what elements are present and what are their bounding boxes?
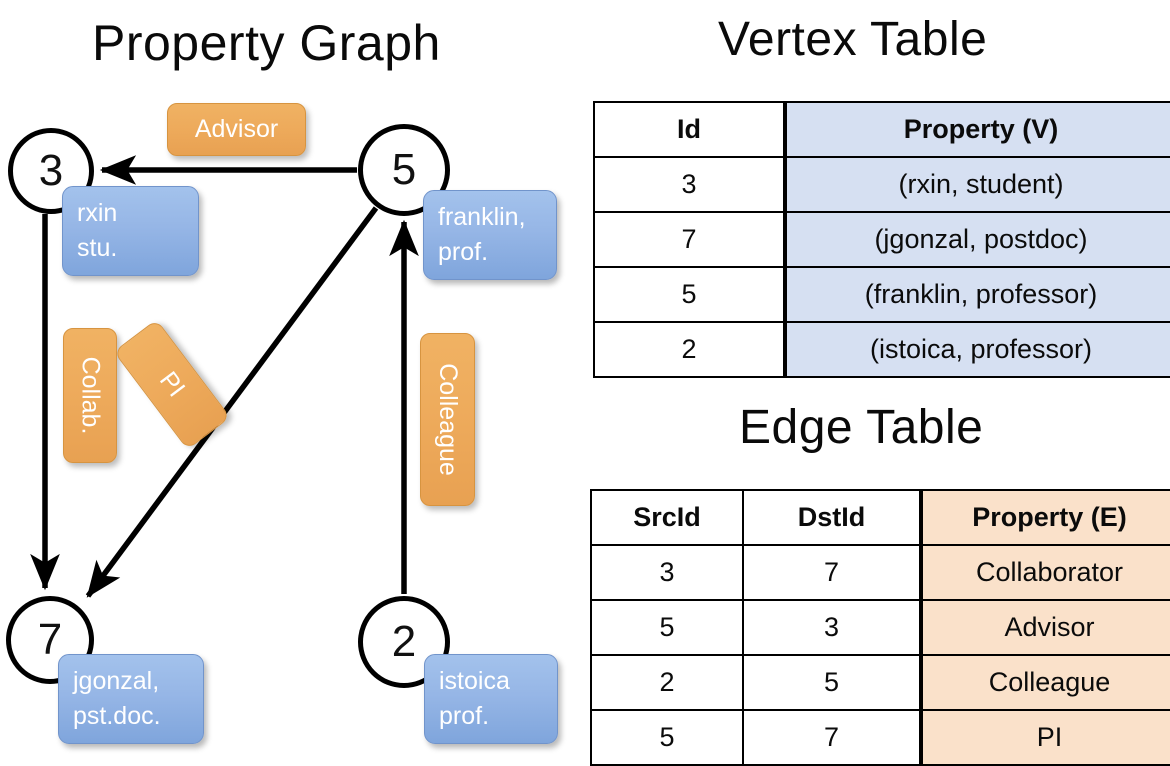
vertex-property-line1: istoica: [439, 667, 510, 695]
vertex-property-line1: franklin,: [438, 203, 526, 231]
table-row[interactable]: 3 (rxin, student): [593, 156, 1170, 213]
cell-edge-property: Collaborator: [919, 544, 1170, 601]
cell-dst-id: 3: [742, 599, 922, 656]
edge-label-text: PI: [154, 366, 191, 403]
column-header-property-e: Property (E): [919, 489, 1170, 546]
cell-vertex-id: 3: [593, 156, 786, 213]
cell-vertex-id: 2: [593, 321, 786, 378]
vertex-property-line2: prof.: [438, 237, 489, 266]
edge-label-text: Advisor: [194, 115, 279, 143]
table-row[interactable]: 5 3 Advisor: [590, 599, 1170, 656]
table-row[interactable]: 3 7 Collaborator: [590, 544, 1170, 601]
table-row[interactable]: 2 (istoica, professor): [593, 321, 1170, 378]
cell-vertex-property: (istoica, professor): [783, 321, 1170, 378]
edge-label-box-collab[interactable]: Collab.: [63, 328, 117, 463]
cell-dst-id: 5: [742, 654, 922, 711]
table-header-row: SrcId DstId Property (E): [590, 489, 1170, 546]
table-row[interactable]: 5 (franklin, professor): [593, 266, 1170, 323]
cell-dst-id: 7: [742, 709, 922, 766]
table-row[interactable]: 7 (jgonzal, postdoc): [593, 211, 1170, 268]
edge-label-box-colleague[interactable]: Colleague: [420, 333, 475, 506]
cell-vertex-property: (rxin, student): [783, 156, 1170, 213]
vertex-property-line1: jgonzal,: [73, 667, 160, 695]
vertex-property-line1: rxin: [77, 199, 118, 227]
vertex-property-line2: stu.: [77, 233, 118, 262]
cell-vertex-id: 5: [593, 266, 786, 323]
page-title-vertex-table: Vertex Table: [718, 13, 988, 66]
vertex-property-box-jgonzal[interactable]: jgonzal, pst.doc.: [58, 654, 204, 744]
column-header-id: Id: [593, 101, 786, 158]
cell-vertex-property: (franklin, professor): [783, 266, 1170, 323]
vertex-property-box-rxin[interactable]: rxin stu.: [62, 186, 199, 276]
graph-vertex-5[interactable]: 5: [358, 124, 450, 216]
edge-table: SrcId DstId Property (E) 3 7 Collaborato…: [590, 489, 1170, 766]
cell-src-id: 5: [590, 709, 744, 766]
page-title-property-graph: Property Graph: [92, 15, 441, 71]
cell-edge-property: Advisor: [919, 599, 1170, 656]
vertex-id-label: 5: [391, 145, 417, 194]
cell-vertex-property: (jgonzal, postdoc): [783, 211, 1170, 268]
edge-label-text: Colleague: [434, 363, 462, 476]
vertex-property-box-istoica[interactable]: istoica prof.: [424, 654, 558, 744]
vertex-id-label: 7: [37, 615, 63, 664]
column-header-srcid: SrcId: [590, 489, 744, 546]
cell-edge-property: Colleague: [919, 654, 1170, 711]
graph-edge-5-to-7: [85, 206, 379, 598]
cell-src-id: 5: [590, 599, 744, 656]
cell-edge-property: PI: [919, 709, 1170, 766]
cell-dst-id: 7: [742, 544, 922, 601]
vertex-id-label: 3: [38, 146, 64, 195]
graph-edge-lines: [30, 155, 419, 598]
cell-src-id: 2: [590, 654, 744, 711]
vertex-table: Id Property (V) 3 (rxin, student) 7 (jgo…: [593, 101, 1170, 378]
vertex-property-box-franklin[interactable]: franklin, prof.: [423, 190, 557, 280]
vertex-property-line2: pst.doc.: [73, 701, 161, 730]
table-row[interactable]: 2 5 Colleague: [590, 654, 1170, 711]
property-graph-diagram: 3 5 7 2 rxin stu. franklin, prof. jgonza…: [0, 0, 585, 760]
table-header-row: Id Property (V): [593, 101, 1170, 158]
edge-label-text: Collab.: [76, 356, 105, 435]
cell-src-id: 3: [590, 544, 744, 601]
page-title-edge-table: Edge Table: [739, 401, 984, 454]
column-header-property-v: Property (V): [783, 101, 1170, 158]
vertex-id-label: 2: [391, 617, 417, 666]
table-row[interactable]: 5 7 PI: [590, 709, 1170, 766]
vertex-property-line2: prof.: [439, 701, 490, 730]
edge-label-box-advisor[interactable]: Advisor: [167, 103, 306, 156]
column-header-dstid: DstId: [742, 489, 922, 546]
cell-vertex-id: 7: [593, 211, 786, 268]
graph-vertex-2[interactable]: 2: [358, 596, 450, 688]
